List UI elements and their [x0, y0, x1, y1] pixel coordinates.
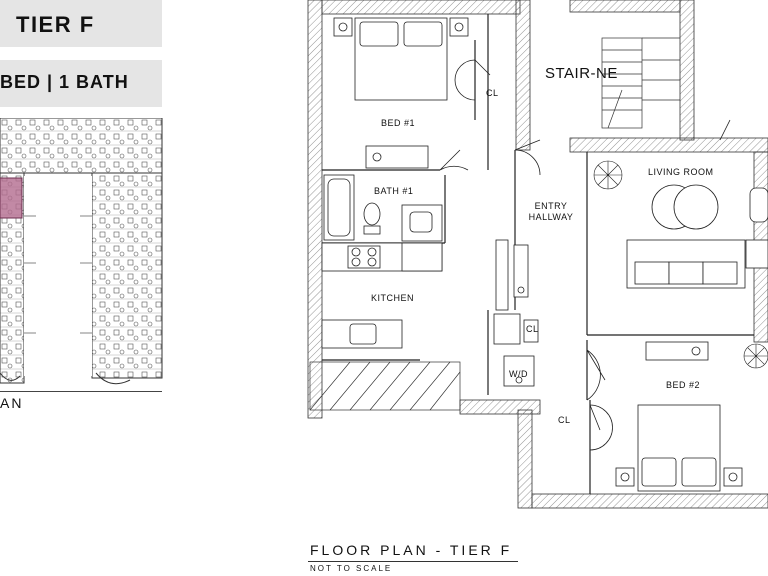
stair-ne — [601, 37, 680, 129]
room-label-living: LIVING ROOM — [648, 167, 714, 177]
room-label-entry-line2: HALLWAY — [528, 212, 574, 222]
bed1-furniture — [333, 17, 469, 169]
room-label-kitchen: KITCHEN — [371, 293, 415, 303]
key-plan-divider — [0, 391, 162, 392]
living-furniture — [626, 184, 768, 289]
key-plan-block-top — [0, 118, 163, 174]
bed2-furniture — [615, 341, 743, 492]
plant-bed2-icon — [743, 343, 768, 369]
wall-bed2-west — [517, 409, 533, 509]
door-closet1 — [454, 59, 491, 101]
kitchen-sink — [349, 323, 377, 345]
door-closet3 — [589, 404, 613, 451]
footer-title: FLOOR PLAN - TIER F — [310, 542, 513, 558]
unit-type-box: BED | 1 BATH — [0, 60, 162, 107]
key-plan-label: AN — [0, 395, 24, 411]
room-label-closet3: CL — [558, 415, 571, 425]
room-label-closet2: CL — [526, 324, 539, 334]
plant-icon — [593, 160, 623, 190]
kitchen-fixtures — [321, 242, 443, 349]
door-entry — [514, 139, 541, 176]
room-label-entry: ENTRY HALLWAY — [526, 201, 576, 223]
room-label-bed1: BED #1 — [381, 118, 416, 128]
key-plan-map — [0, 118, 163, 385]
wall-bed2-south — [531, 493, 768, 509]
key-plan-courtyard — [24, 176, 92, 376]
wall-north-bed1 — [321, 0, 521, 15]
door-bed2 — [586, 349, 606, 401]
living-chair-east — [749, 187, 768, 223]
tier-title: TIER F — [16, 12, 95, 37]
bath-fixtures — [323, 174, 443, 242]
wall-stair-east — [679, 0, 695, 141]
key-plan-curve-right — [95, 372, 131, 385]
wall-west — [307, 0, 323, 419]
footer-subtitle: NOT TO SCALE — [310, 564, 393, 573]
entry-fixtures — [493, 239, 539, 387]
wall-north-living — [569, 137, 768, 153]
bed1-dresser — [365, 145, 429, 169]
unit-type: BED | 1 BATH — [0, 72, 129, 92]
room-label-entry-line1: ENTRY — [534, 201, 568, 211]
door-living — [719, 119, 731, 141]
key-plan-highlight-unit — [0, 177, 23, 219]
bed2-dresser — [645, 341, 709, 361]
wall-stair-west — [515, 0, 531, 151]
door-bed1 — [439, 149, 469, 171]
room-label-stair: STAIR-NE — [545, 65, 618, 82]
room-label-closet1: CL — [486, 88, 499, 98]
toilet — [363, 202, 381, 226]
footer-divider — [308, 561, 518, 562]
tier-title-box: TIER F — [0, 0, 162, 47]
key-plan-block-right — [91, 172, 163, 379]
room-label-bath1: BATH #1 — [374, 186, 414, 196]
kitchen-fridge — [401, 242, 443, 272]
stair-sw — [309, 361, 461, 411]
closet2-shelf — [493, 313, 521, 345]
key-plan-curve-left — [0, 372, 21, 381]
media-console — [745, 239, 768, 269]
room-label-bed2: BED #2 — [666, 380, 701, 390]
wall-stair-top — [569, 0, 681, 13]
floor-plan-drawing — [307, 0, 768, 509]
room-label-wd: W/D — [509, 369, 528, 379]
chair-right — [673, 184, 719, 230]
